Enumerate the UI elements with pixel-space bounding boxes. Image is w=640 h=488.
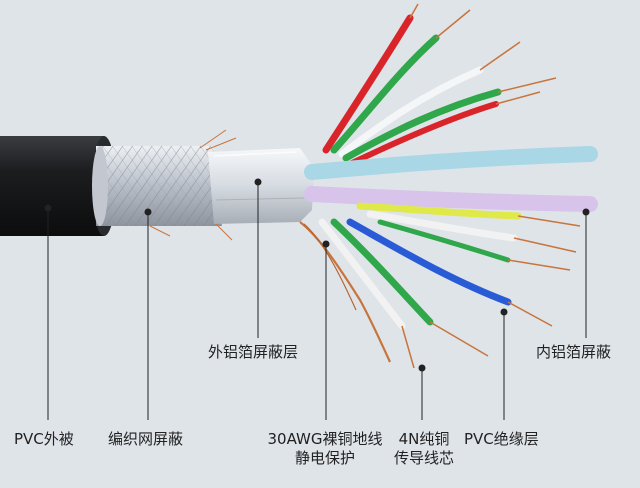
label-pvc-jacket: PVC外被 [14,430,74,448]
label-drain-line1: 30AWG裸铜地线 [267,430,383,448]
upper-cores [322,3,557,167]
drain-wire [299,221,392,363]
label-braid-shield: 编织网屏蔽 [108,430,184,448]
label-inner-foil: 内铝箔屏蔽 [536,343,612,361]
leader-lines [44,178,590,420]
lower-cores [318,202,581,369]
center-cores [304,146,598,212]
label-conductor-line2: 传导线芯 [393,449,454,467]
outer-foil-shield [208,148,314,224]
label-drain-wire: 30AWG裸铜地线 静电保护 [250,430,400,468]
label-drain-line2: 静电保护 [294,449,355,467]
label-conductor-line1: 4N纯铜 [398,430,450,448]
label-conductor: 4N纯铜 传导线芯 [388,430,460,468]
label-pvc-insulation: PVC绝缘层 [464,430,539,448]
label-outer-foil: 外铝箔屏蔽层 [208,343,299,361]
braid-shield [92,129,237,241]
